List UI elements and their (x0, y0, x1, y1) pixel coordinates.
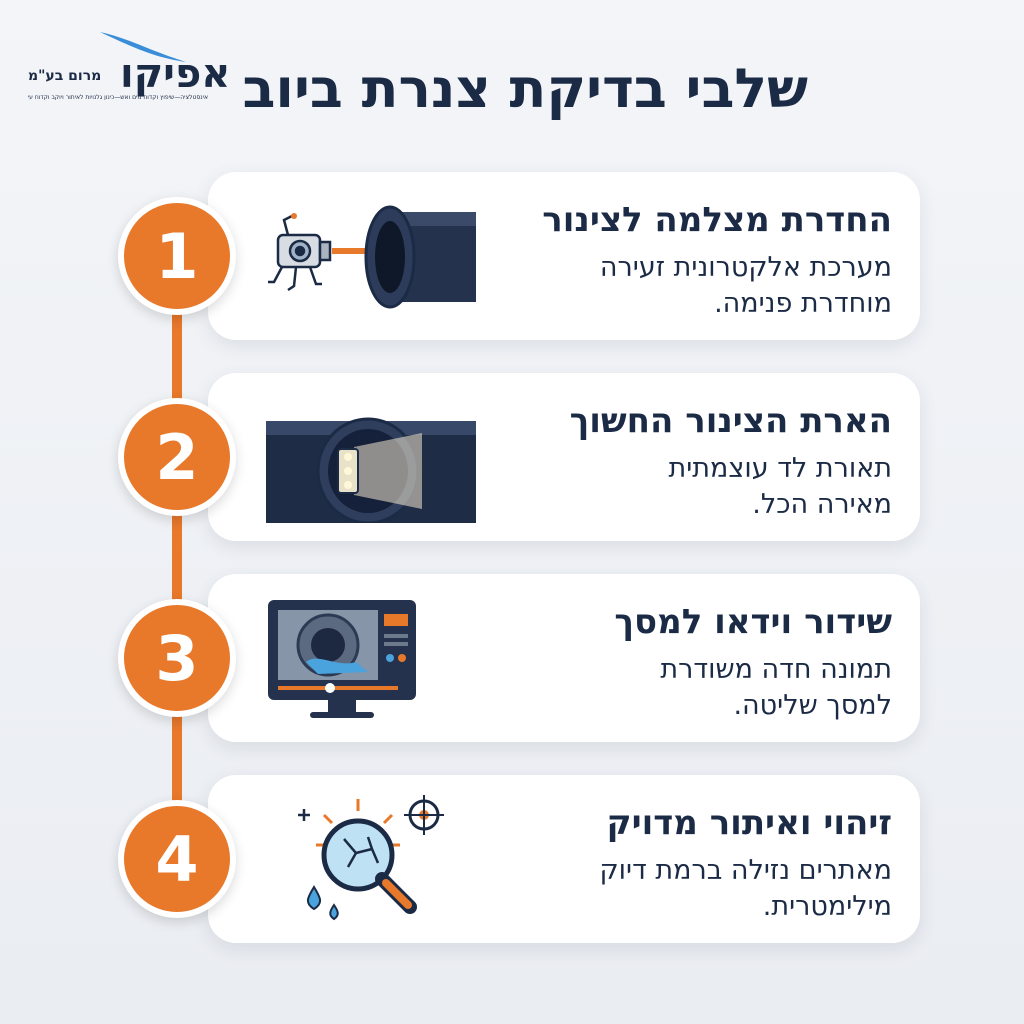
step-desc-line: מילימטרית. (762, 891, 892, 923)
step-title: הארת הצינור החשוך (569, 401, 892, 441)
step-desc: תאורת לד עוצמתית מאירה הכל. (452, 451, 892, 524)
step-desc-line: תאורת לד עוצמתית (668, 453, 892, 484)
step-desc-line: מאירה הכל. (752, 489, 892, 521)
step-desc: מאתרים נזילה ברמת דיוק מילימטרית. (452, 853, 892, 926)
logo-swoosh-icon (100, 32, 186, 62)
step-desc: מערכת אלקטרונית זעירה מוחדרת פנימה. (452, 250, 892, 323)
step-card-2: הארת הצינור החשוך תאורת לד עוצמתית מאירה… (208, 373, 920, 541)
logo-tagline: אינסטלציה—שיפוץ וקדוח מים ואש—כינון גלנו… (28, 94, 208, 101)
step-card-1: החדרת מצלמה לצינור מערכת אלקטרונית זעירה… (208, 172, 920, 340)
page-title: שלבי בדיקת צנרת ביוב (242, 57, 809, 120)
timeline-line (172, 250, 182, 870)
led-pipe-light-icon (266, 417, 476, 523)
logo-name: אפיקו (120, 51, 231, 97)
monitor-video-icon (268, 600, 416, 718)
step-number-1: 1 (118, 197, 236, 315)
logo-sub-name: מרום בע"מ (28, 68, 102, 84)
magnifier-leak-icon (298, 795, 444, 921)
step-card-4: זיהוי ואיתור מדויק מאתרים נזילה ברמת דיו… (208, 775, 920, 943)
step-card-3: שידור וידאו למסך תמונה חדה משודרת למסך ש… (208, 574, 920, 742)
step-title: החדרת מצלמה לצינור (542, 200, 892, 240)
step-number-2: 2 (118, 398, 236, 516)
step-desc: תמונה חדה משודרת למסך שליטה. (452, 652, 892, 725)
step-desc-line: מוחדרת פנימה. (714, 288, 892, 320)
camera-into-pipe-icon (268, 205, 476, 309)
step-number-4: 4 (118, 800, 236, 918)
step-desc-line: מאתרים נזילה ברמת דיוק (599, 855, 892, 886)
company-logo: אפיקו מרום בע"מ אינסטלציה—שיפוץ וקדוח מי… (28, 28, 230, 108)
step-title: זיהוי ואיתור מדויק (606, 803, 892, 843)
step-title: שידור וידאו למסך (614, 602, 892, 642)
step-number-3: 3 (118, 599, 236, 717)
step-desc-line: למסך שליטה. (733, 690, 892, 722)
step-desc-line: תמונה חדה משודרת (660, 654, 892, 685)
step-desc-line: מערכת אלקטרונית זעירה (599, 252, 892, 283)
